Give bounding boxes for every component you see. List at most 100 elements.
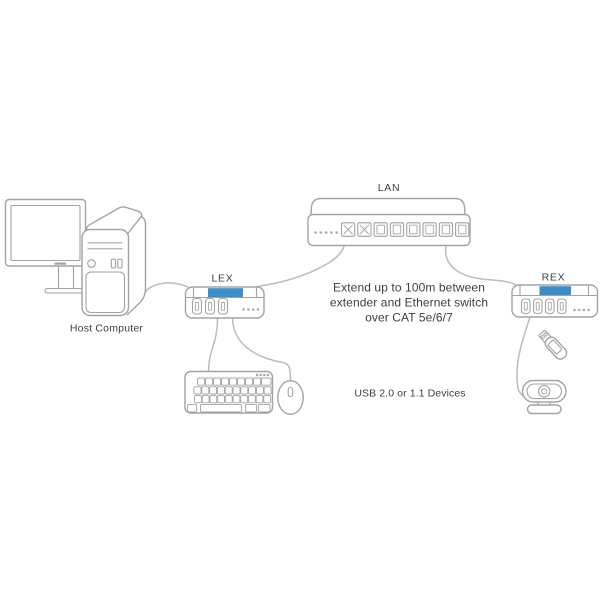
rex-usb-port-slot bbox=[523, 301, 528, 311]
lan-port-jack bbox=[458, 224, 467, 235]
keyboard-key bbox=[201, 395, 210, 404]
rex-usb-port-slot bbox=[547, 301, 552, 311]
cables bbox=[144, 245, 531, 398]
webcam-icon bbox=[521, 379, 567, 415]
keyboard-key bbox=[216, 386, 225, 395]
rex-usb-port bbox=[532, 298, 543, 315]
keyboard-key bbox=[205, 377, 214, 386]
keyboard-key bbox=[248, 386, 257, 395]
keyboard-key bbox=[245, 403, 257, 413]
tower-side-face bbox=[126, 215, 147, 316]
host-computer-label: Host Computer bbox=[70, 323, 144, 335]
rex-usb-port bbox=[544, 298, 555, 315]
keyboard-key bbox=[200, 403, 242, 413]
lan-port-plug bbox=[359, 224, 370, 235]
keyboard-key bbox=[187, 403, 198, 413]
usb-drive-connector-slot bbox=[540, 334, 546, 340]
tower-icon bbox=[81, 206, 147, 317]
keyboard-key bbox=[224, 395, 233, 404]
lan-port-jack bbox=[376, 224, 385, 235]
cable-lex-to-keyboard bbox=[207, 317, 219, 373]
host-computer-icon: Host Computer bbox=[4, 198, 147, 335]
lex-usb-port bbox=[217, 297, 229, 315]
rex-dot bbox=[587, 308, 590, 312]
rex-strip-lines bbox=[511, 285, 598, 297]
cable-rex-to-webcam bbox=[516, 316, 531, 398]
webcam-base bbox=[526, 404, 562, 415]
usb-drive-label bbox=[547, 339, 563, 355]
keyboard-key bbox=[240, 386, 249, 395]
lan-led bbox=[314, 231, 317, 234]
tower-usb-slot bbox=[110, 258, 117, 269]
lex-dot bbox=[256, 308, 260, 311]
rex-usb-port-slot bbox=[559, 301, 564, 311]
lan-port-jack bbox=[392, 224, 402, 235]
keyboard-key bbox=[209, 395, 218, 404]
lan-led-dots bbox=[314, 231, 339, 234]
keyboard-key bbox=[209, 386, 218, 395]
lan-lid bbox=[310, 197, 466, 216]
lan-label: LAN bbox=[378, 182, 401, 194]
keyboard-led bbox=[263, 373, 266, 377]
keyboard-key bbox=[193, 386, 202, 395]
lex-usb-port bbox=[204, 297, 216, 315]
annotation-line-1: Extend up to 100m between bbox=[333, 281, 485, 295]
mouse-body bbox=[277, 380, 304, 416]
keyboard-key bbox=[245, 377, 254, 386]
lex-led-dots bbox=[242, 308, 260, 311]
tower-front-panel bbox=[85, 271, 126, 314]
lex-device-icon: LEX bbox=[184, 273, 265, 319]
keyboard-key bbox=[261, 377, 272, 386]
keyboard-key bbox=[224, 386, 233, 395]
lan-switch-icon: LAN bbox=[307, 182, 471, 247]
rex-dot bbox=[573, 308, 576, 312]
monitor-screen bbox=[10, 204, 81, 262]
tower-vents bbox=[87, 242, 123, 250]
keyboard-key bbox=[197, 377, 206, 386]
usb-devices-caption: USB 2.0 or 1.1 Devices bbox=[354, 388, 465, 400]
annotation-text: Extend up to 100m between extender and E… bbox=[330, 281, 488, 325]
keyboard-key bbox=[253, 377, 262, 386]
keyboard-key bbox=[263, 386, 272, 395]
annotation-line-2: extender and Ethernet switch bbox=[330, 296, 488, 310]
usb-flash-drive-icon bbox=[538, 329, 568, 360]
keyboard-key bbox=[255, 395, 264, 404]
keyboard-key bbox=[194, 395, 202, 404]
keyboard-key bbox=[258, 403, 271, 413]
monitor-stand bbox=[57, 265, 75, 290]
monitor-icon bbox=[4, 198, 90, 294]
cable-lan-to-lex bbox=[256, 245, 345, 288]
rex-usb-port-slot bbox=[535, 301, 540, 311]
mouse-icon bbox=[277, 380, 304, 416]
rex-dot bbox=[577, 308, 581, 312]
keyboard-key bbox=[217, 395, 225, 404]
rex-led-dots bbox=[573, 308, 590, 312]
keyboard-key bbox=[263, 395, 272, 404]
keyboard-led bbox=[266, 373, 270, 377]
usb-drive-connector-slot bbox=[543, 331, 548, 337]
lan-port-jack bbox=[409, 224, 418, 235]
keyboard-key bbox=[232, 386, 241, 395]
keyboard-icon bbox=[184, 370, 274, 414]
lex-usb-port-slot bbox=[207, 302, 213, 311]
usb-drive-body bbox=[544, 336, 568, 360]
mouse-scroll-wheel bbox=[287, 386, 294, 398]
keyboard-led bbox=[259, 373, 262, 377]
keyboard-key bbox=[232, 395, 241, 404]
keyboard-keys bbox=[187, 377, 272, 413]
lan-port-plug bbox=[343, 224, 353, 235]
rex-label: REX bbox=[542, 272, 566, 284]
cable-host-to-lex bbox=[144, 282, 189, 293]
webcam-lens-inner bbox=[541, 388, 548, 395]
rex-accent-strip bbox=[539, 286, 571, 295]
lex-usb-ports bbox=[191, 297, 229, 315]
tower-usb-slot bbox=[117, 258, 123, 269]
lex-usb-port bbox=[191, 297, 203, 315]
lan-ethernet-ports bbox=[340, 222, 470, 237]
rex-dot bbox=[582, 308, 586, 312]
annotation-line-3: over CAT 5e/6/7 bbox=[365, 311, 453, 325]
lex-dot bbox=[242, 308, 245, 311]
lan-port-jack bbox=[425, 224, 434, 235]
